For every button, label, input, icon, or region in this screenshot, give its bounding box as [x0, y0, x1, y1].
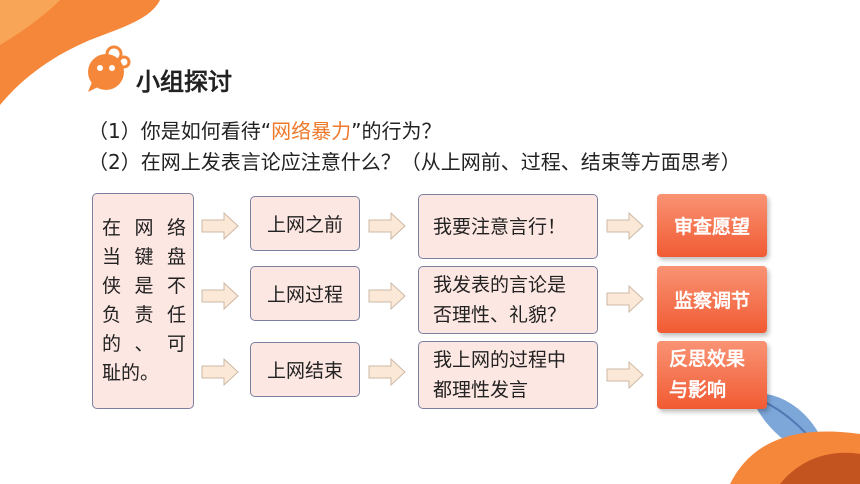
stage-after: 上网结束 [250, 342, 360, 397]
summary-char: 负 [102, 304, 122, 326]
summary-char: 的 [102, 333, 122, 355]
summary-char: 络 [166, 217, 186, 239]
action-review-intent: 审查愿望 [657, 194, 767, 257]
arrow-right-icon [201, 281, 239, 311]
summary-box: 在 网 络 当 键 盘 侠 是 不 负 责 任 的 、 可 耻的。 [92, 193, 194, 409]
action-reflect-effect: 反思效果与影响 [657, 341, 767, 409]
summary-char: 任 [166, 304, 186, 326]
question-1-prefix: （1）你是如何看待“ [88, 119, 272, 143]
summary-row: 的 、 可 [102, 330, 186, 359]
note-during: 我发表的言论是否理性、礼貌？ [418, 266, 598, 334]
stage-label: 上网过程 [266, 284, 343, 306]
summary-row: 侠 是 不 [102, 272, 186, 301]
summary-char: 责 [134, 304, 154, 326]
summary-row: 耻的。 [102, 359, 186, 388]
orange-swoosh-decoration [0, 0, 160, 105]
summary-char: 不 [166, 275, 186, 297]
summary-char: 当 [102, 246, 122, 268]
speech-bubble-character-icon [88, 45, 131, 92]
arrow-right-icon [368, 211, 406, 241]
stage-label: 上网之前 [266, 214, 343, 236]
note-line: 我发表的言论是 [433, 274, 567, 296]
summary-row: 负 责 任 [102, 301, 186, 330]
summary-char: 、 [134, 333, 154, 355]
stage-before: 上网之前 [250, 196, 360, 251]
summary-char: 盘 [166, 246, 186, 268]
arrow-right-icon [606, 211, 644, 241]
arrow-right-icon [201, 211, 239, 241]
question-1-highlight: 网络暴力 [271, 119, 352, 143]
summary-char: 耻的。 [102, 362, 160, 384]
action-monitor-adjust: 监察调节 [657, 266, 767, 333]
leaf-decoration [730, 393, 860, 484]
summary-char: 在 [102, 217, 122, 239]
note-before: 我要注意言行！ [418, 194, 598, 259]
action-line: 审查愿望 [673, 216, 750, 238]
note-line: 我要注意言行！ [433, 215, 567, 238]
summary-char: 可 [166, 333, 186, 355]
page-title: 小组探讨 [136, 68, 232, 96]
action-line: 反思效果 [669, 348, 746, 370]
summary-char: 键 [134, 246, 154, 268]
arrow-right-icon [368, 281, 406, 311]
arrow-right-icon [606, 360, 644, 390]
action-line: 监察调节 [673, 290, 750, 312]
arrow-right-icon [201, 357, 239, 387]
question-2: （2）在网上发表言论应注意什么？（从上网前、过程、结束等方面思考） [88, 150, 741, 174]
summary-row: 当 键 盘 [102, 243, 186, 272]
stage-label: 上网结束 [266, 360, 343, 382]
question-1-suffix: ”的行为？ [351, 119, 442, 143]
arrow-right-icon [368, 357, 406, 387]
note-line: 都理性发言 [433, 379, 529, 401]
stage-during: 上网过程 [250, 266, 360, 321]
note-line: 否理性、礼貌？ [433, 304, 567, 326]
action-line: 与影响 [669, 379, 727, 401]
question-1: （1）你是如何看待“网络暴力”的行为？ [88, 115, 441, 144]
summary-row: 在 网 络 [102, 214, 186, 243]
note-line: 我上网的过程中 [433, 349, 567, 371]
note-after: 我上网的过程中都理性发言 [418, 341, 598, 409]
summary-char: 网 [134, 217, 154, 239]
summary-char: 是 [134, 275, 154, 297]
arrow-right-icon [606, 284, 644, 314]
summary-char: 侠 [102, 275, 122, 297]
